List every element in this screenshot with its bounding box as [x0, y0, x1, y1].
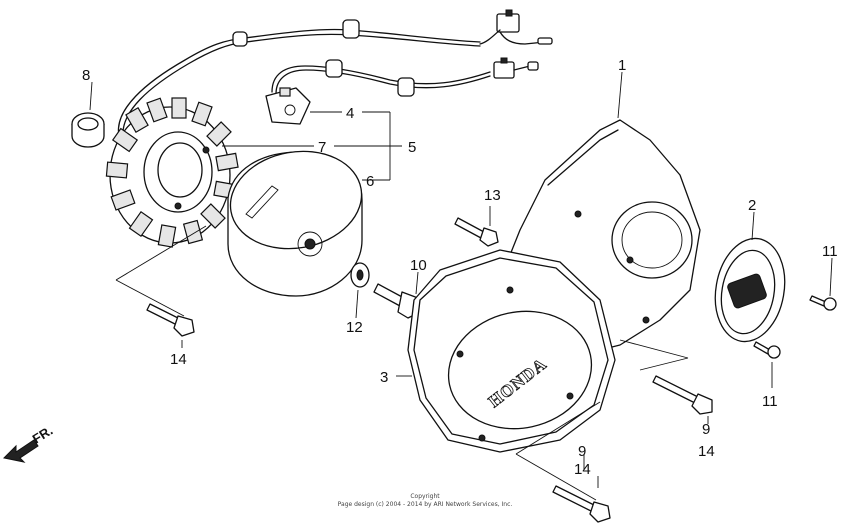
callout-3: 3 [380, 369, 388, 386]
callout-14-right: 14 [698, 443, 715, 460]
callout-8: 8 [82, 67, 90, 84]
callout-5: 5 [408, 139, 416, 156]
callout-13: 13 [484, 187, 501, 204]
front-arrow-icon [2, 439, 39, 463]
grommet [325, 59, 343, 78]
callout-14-bottom: 14 [574, 461, 591, 478]
callout-12: 12 [346, 319, 363, 336]
wire-terminal [537, 37, 553, 45]
connector [496, 13, 520, 33]
copyright-notice: Copyright Page design (c) 2004 - 2014 by… [338, 493, 513, 508]
callout-labels: 1 2 3 4 5 6 7 8 9 9 10 11 11 12 13 14 14… [82, 57, 838, 478]
copyright-line-1: Copyright [410, 493, 440, 500]
flywheel-window [245, 185, 279, 219]
connector [493, 61, 515, 79]
front-direction-indicator: FR. [2, 423, 55, 463]
bolt-13 [454, 217, 499, 247]
bolt-14-bottom [552, 485, 611, 523]
cover-cap [714, 237, 786, 343]
stator-poles [105, 97, 239, 248]
grommet [342, 19, 360, 39]
callout-1: 1 [618, 57, 626, 74]
callout-14-left: 14 [170, 351, 187, 368]
grommet [397, 77, 415, 97]
connector-tab [500, 57, 508, 64]
callout-11-lower: 11 [762, 393, 778, 410]
collar [71, 112, 105, 148]
bolt-9 [652, 375, 713, 415]
callout-10: 10 [410, 257, 427, 274]
callout-6: 6 [366, 173, 374, 190]
grommet [232, 31, 248, 47]
pulser-generator [265, 87, 311, 125]
screw-11-lower [753, 341, 781, 359]
callout-11-upper: 11 [822, 243, 838, 260]
generator-cover: HONDA [407, 249, 616, 453]
cap-emblem [727, 273, 767, 309]
callout-4: 4 [346, 105, 354, 122]
screw-11-upper [809, 295, 837, 311]
callout-9-right: 9 [702, 421, 710, 438]
washer [350, 262, 370, 288]
leader-lines [89, 71, 833, 501]
wire-harness [117, 9, 553, 143]
callout-2: 2 [748, 197, 756, 214]
callout-9-bottom: 9 [578, 443, 586, 460]
wire-terminal [527, 61, 539, 71]
stator [105, 97, 239, 248]
bolt-14-left [146, 303, 195, 337]
callout-7: 7 [318, 139, 326, 156]
flywheel [227, 150, 363, 297]
copyright-line-2: Page design (c) 2004 - 2014 by ARI Netwo… [338, 501, 513, 508]
connector-tab [505, 9, 513, 17]
